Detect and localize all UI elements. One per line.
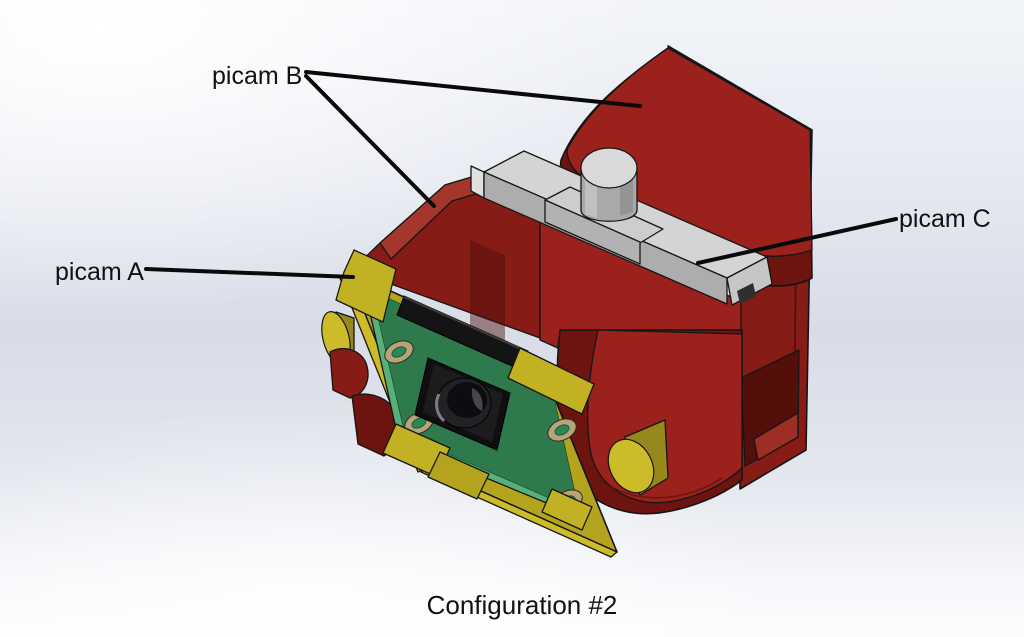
leader-lines: [144, 70, 898, 279]
label-picam-a: picam A: [55, 258, 144, 286]
hinge-lobes-left: [329, 348, 400, 457]
label-picam-c: picam C: [899, 205, 991, 233]
mounting-hole: [547, 418, 577, 442]
camera-sensor-housing: [414, 357, 511, 451]
mount-bolt-right: [607, 419, 669, 496]
mounting-hole: [384, 340, 414, 364]
leader-picam-c: [696, 217, 898, 265]
leader-picam-a: [144, 267, 355, 279]
leader-picam-b-lower: [304, 74, 436, 208]
camera-board: [365, 290, 583, 517]
label-picam-b: picam B: [212, 62, 302, 90]
leader-picam-b-upper: [304, 70, 642, 108]
mount-corner-tabs: [335, 249, 595, 531]
figure-caption: Configuration #2: [427, 590, 618, 620]
thumb-screw: [580, 147, 638, 222]
